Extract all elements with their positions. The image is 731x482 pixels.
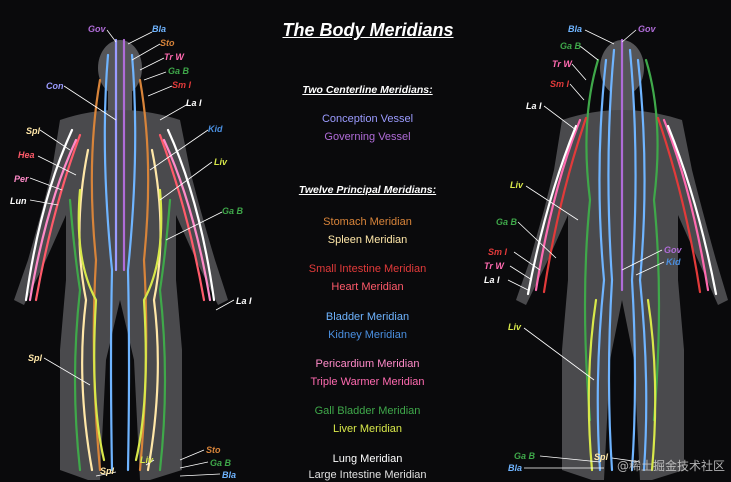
back-label-bla-2: Bla — [508, 463, 523, 473]
legend-heart: Heart Meridian — [331, 281, 404, 293]
legend-conception-vessel: Conception Vessel — [321, 113, 414, 125]
front-label-spl: Spl — [26, 126, 41, 136]
back-label-lai-2: La I — [484, 275, 500, 285]
principal-heading: Twelve Principal Meridians: — [298, 184, 437, 196]
legend-liver: Liver Meridian — [332, 423, 403, 435]
legend-pericardium: Pericardium Meridian — [315, 358, 420, 370]
legend-spleen: Spleen Meridian — [327, 234, 408, 246]
back-label-spl: Spl — [594, 452, 609, 462]
front-label-gov: Gov — [88, 24, 106, 34]
watermark: @稀土掘金技术社区 — [616, 459, 725, 473]
front-label-trw: Tr W — [164, 52, 184, 62]
back-label-smi-2: Sm I — [488, 247, 508, 257]
front-label-gab: Ga B — [168, 66, 190, 76]
front-label-liv: Liv — [214, 157, 228, 167]
legend-large-intestine: Large Intestine Meridian — [308, 469, 427, 481]
legend-kidney: Kidney Meridian — [328, 329, 407, 341]
front-label-gab-3: Ga B — [210, 458, 232, 468]
back-label-bla: Bla — [568, 24, 583, 34]
back-label-kid: Kid — [666, 257, 681, 267]
legend-lung: Lung Meridian — [332, 453, 403, 465]
front-label-spl-2: Spl — [28, 353, 43, 363]
front-label-lun: Lun — [10, 196, 27, 206]
front-label-per: Per — [14, 174, 29, 184]
front-label-spl-3: Spl — [100, 466, 115, 476]
back-label-trw-2: Tr W — [484, 261, 504, 271]
back-label-gov: Gov — [638, 24, 656, 34]
front-label-lai: La I — [186, 98, 202, 108]
legend-small-intestine: Small Intestine Meridian — [308, 263, 427, 275]
front-label-hea: Hea — [18, 150, 35, 160]
front-label-smi: Sm I — [172, 80, 192, 90]
back-label-liv: Liv — [510, 180, 524, 190]
back-label-gab-2: Ga B — [496, 217, 518, 227]
front-label-gab-2: Ga B — [222, 206, 244, 216]
legend-triple-warmer: Triple Warmer Meridian — [310, 376, 425, 388]
legend-gall-bladder: Gall Bladder Meridian — [314, 405, 421, 417]
back-label-trw: Tr W — [552, 59, 572, 69]
legend-governing-vessel: Governing Vessel — [324, 131, 411, 143]
back-label-liv-2: Liv — [508, 322, 522, 332]
back-label-gov-2: Gov — [664, 245, 682, 255]
front-label-con: Con — [46, 81, 64, 91]
page-title: The Body Meridians — [282, 20, 454, 40]
back-label-lai: La I — [526, 101, 542, 111]
back-label-smi: Sm I — [550, 79, 570, 89]
front-label-lai-2: La I — [236, 296, 252, 306]
front-label-bla-2: Bla — [222, 470, 237, 480]
back-label-gab: Ga B — [560, 41, 582, 51]
legend-bladder: Bladder Meridian — [325, 311, 410, 323]
front-label-kid: Kid — [208, 124, 223, 134]
legend-stomach: Stomach Meridian — [323, 216, 412, 228]
front-label-bla: Bla — [152, 24, 167, 34]
centerline-heading: Two Centerline Meridians: — [302, 84, 433, 96]
back-label-gab-3: Ga B — [514, 451, 536, 461]
front-label-liv-2: Liv — [140, 455, 154, 465]
front-label-sto-2: Sto — [206, 445, 221, 455]
front-label-sto: Sto — [160, 38, 175, 48]
